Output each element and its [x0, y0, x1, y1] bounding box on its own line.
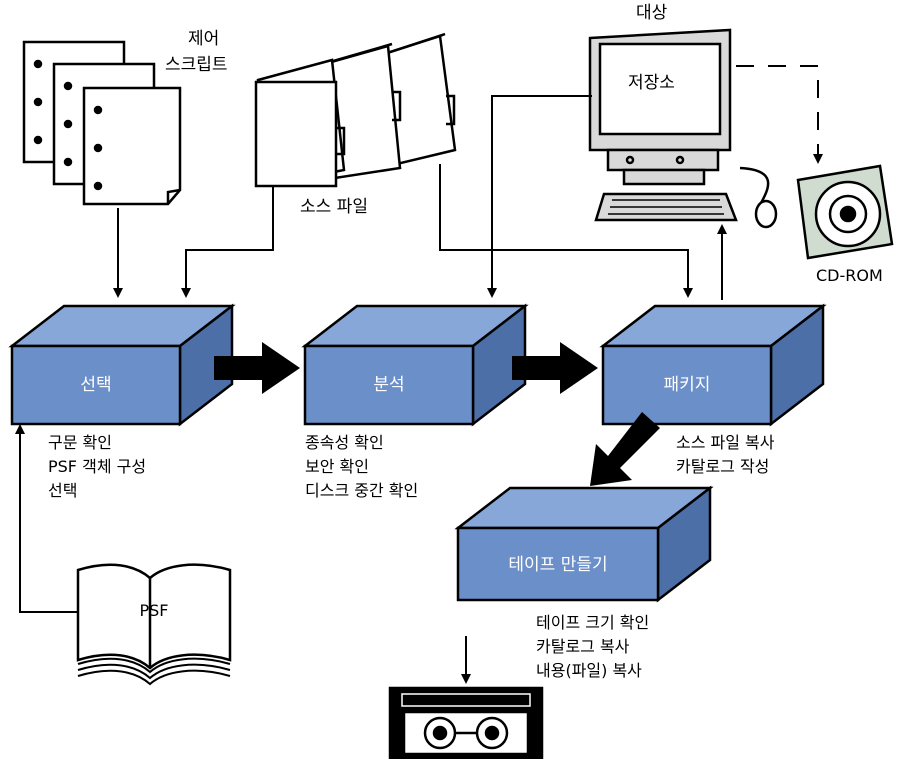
package-stage-title: 패키지: [664, 375, 711, 395]
tape-note-1: 테이프 크기 확인: [536, 613, 649, 632]
script-documents-icon: [22, 40, 182, 206]
analyze-note-1: 종속성 확인: [305, 433, 384, 452]
target-label: 대상: [636, 3, 668, 23]
package-note-1: 소스 파일 복사: [676, 433, 775, 452]
select-note-1: 구문 확인: [48, 433, 112, 452]
analyze-note-2: 보안 확인: [305, 457, 369, 476]
analyze-stage-title: 분석: [373, 375, 404, 395]
computer-icon: [588, 28, 778, 229]
analyze-to-package-arrow: [512, 342, 598, 394]
control-scripts-label-1: 제어: [188, 29, 219, 49]
tape-note-3: 내용(파일) 복사: [536, 661, 642, 680]
psf-book-icon: [76, 563, 232, 686]
cdrom-icon: [796, 164, 894, 260]
cdrom-label: CD-ROM: [816, 266, 883, 285]
select-note-2: PSF 객체 구성: [48, 457, 146, 476]
package-note-2: 카탈로그 작성: [676, 457, 769, 476]
package-stage-box: [599, 303, 827, 427]
connectors: [15, 65, 823, 684]
tape-stage-title: 테이프 만들기: [508, 555, 607, 575]
analyze-stage-box: [301, 303, 529, 427]
package-to-tape-arrow: [590, 412, 660, 486]
source-files-label: 소스 파일: [300, 197, 368, 217]
select-note-3: 선택: [48, 481, 77, 500]
select-stage-box: [8, 303, 236, 427]
repository-label: 저장소: [628, 73, 675, 93]
source-folders-icon: [254, 32, 457, 188]
control-scripts-label-2: 스크립트: [165, 55, 228, 75]
tape-stage-box: [454, 485, 714, 603]
tape-cassette-icon: [388, 686, 544, 759]
select-stage-title: 선택: [80, 375, 111, 395]
analyze-note-3: 디스크 중간 확인: [305, 481, 418, 500]
select-to-analyze-arrow: [214, 342, 300, 394]
psf-label: PSF: [139, 601, 168, 620]
tape-note-2: 카탈로그 복사: [536, 637, 630, 656]
